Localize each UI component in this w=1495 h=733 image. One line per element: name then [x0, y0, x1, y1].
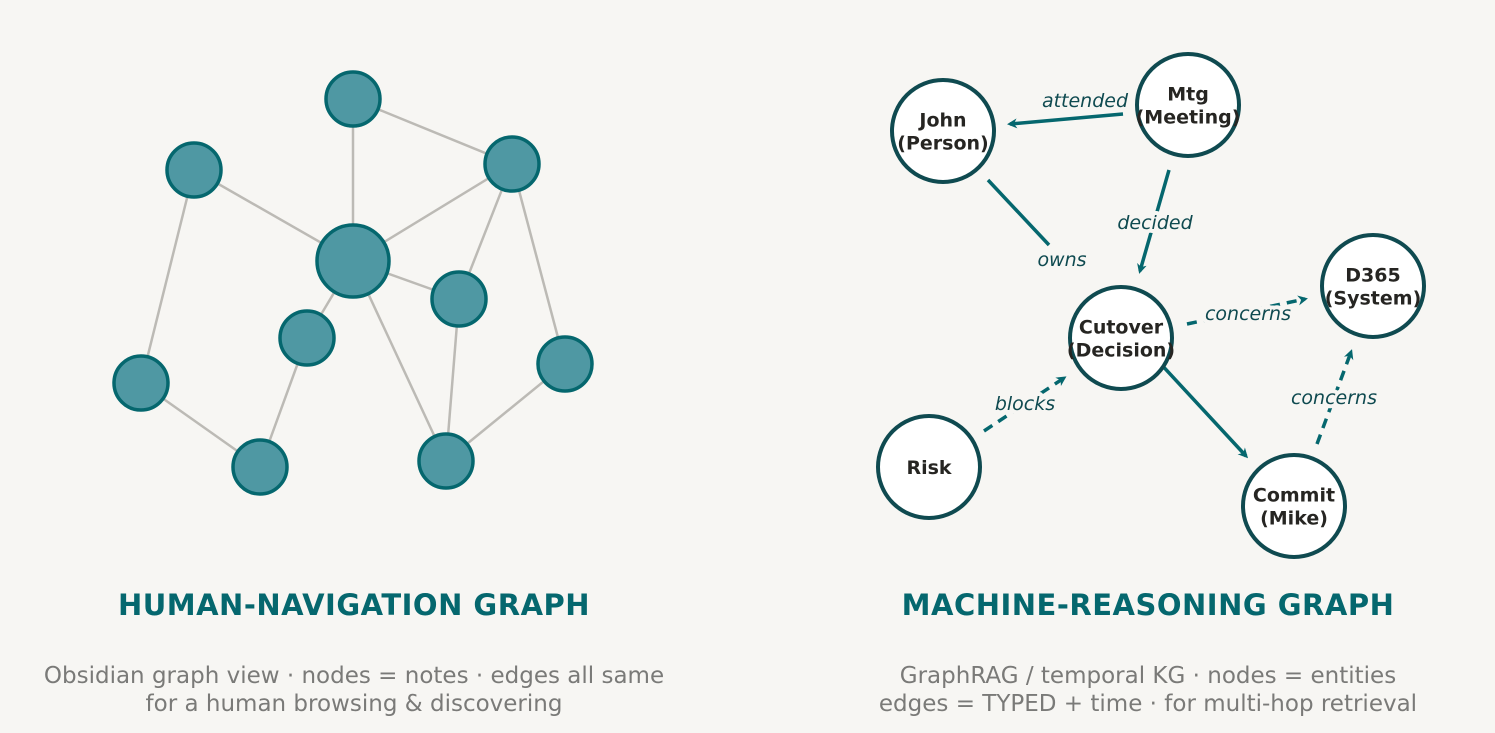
entity-node-circle [876, 414, 982, 520]
human-graph-caption: Obsidian graph view · nodes = notes · ed… [0, 662, 708, 718]
human-graph-caption-line-1: Obsidian graph view · nodes = notes · ed… [43, 663, 665, 689]
edge-label-attended: attended [1042, 90, 1129, 112]
entity-node-label: (Person) [897, 133, 988, 155]
entity-node-circle [1241, 453, 1347, 559]
entity-node-john: John(Person) [890, 78, 996, 184]
entity-node-circle [1320, 233, 1426, 339]
human-graph-nodes [112, 70, 594, 496]
edge-owns-segment [986, 178, 1051, 247]
entity-node-label: Mtg [1167, 84, 1209, 106]
edge-label-owns: owns [1037, 249, 1086, 271]
entity-node-mtg: Mtg(Meeting) [1135, 52, 1241, 158]
entity-node-d365: D365(System) [1320, 233, 1426, 339]
machine-graph-nodes: John(Person) Mtg(Meeting) D365(System) Cuto… [876, 52, 1426, 559]
human-note-node [165, 141, 223, 199]
human-note-node [536, 335, 594, 393]
human-edge [510, 163, 567, 365]
machine-graph-caption-line-1: GraphRAG / temporal KG · nodes = entitie… [899, 663, 1397, 689]
entity-node-risk: Risk [876, 414, 982, 520]
machine-reasoning-graph: attended decided owns concerns concerns block… [876, 52, 1426, 559]
entity-node-label: Risk [906, 457, 951, 479]
machine-graph-edge-labels: attended decided owns concerns concerns block… [991, 86, 1381, 419]
human-note-node [231, 438, 289, 496]
entity-node-circle [1135, 52, 1241, 158]
human-edge [139, 169, 196, 384]
entity-node-circle [1068, 285, 1174, 391]
edge-concerns [1186, 295, 1308, 326]
human-graph-caption-line-2: for a human browsing & discovering [145, 691, 563, 717]
machine-graph-caption-line-2: edges = TYPED + time · for multi-hop ret… [878, 691, 1418, 717]
human-navigation-graph [112, 70, 594, 496]
machine-graph-caption: GraphRAG / temporal KG · nodes = entitie… [810, 662, 1486, 718]
machine-graph-title: MACHINE-REASONING GRAPH [901, 588, 1395, 622]
entity-node-label: (Decision) [1067, 340, 1175, 362]
entity-node-label: Cutover [1079, 317, 1164, 339]
entity-node-label: John [917, 110, 966, 132]
edge-label-concerns: concerns [1291, 387, 1377, 409]
edge-label-decided: decided [1117, 212, 1193, 234]
edge-decided [1137, 169, 1171, 274]
human-graph-title: HUMAN-NAVIGATION GRAPH [117, 588, 591, 622]
human-note-node [417, 432, 475, 490]
human-note-node [112, 354, 170, 412]
entity-node-label: (System) [1325, 288, 1422, 310]
edge-label-blocks: blocks [995, 393, 1055, 415]
edge-label-concerns: concerns [1205, 303, 1291, 325]
entity-node-label: (Mike) [1260, 508, 1328, 530]
human-note-node [483, 135, 541, 193]
machine-graph-edges [983, 112, 1354, 459]
entity-node-circle [890, 78, 996, 184]
entity-node-cutover: Cutover(Decision) [1067, 285, 1175, 391]
entity-node-commit: Commit(Mike) [1241, 453, 1347, 559]
human-note-node [324, 70, 382, 128]
human-note-node [430, 270, 488, 328]
entity-node-label: D365 [1345, 265, 1400, 287]
human-hub-node [315, 223, 391, 299]
entity-node-label: (Meeting) [1136, 107, 1241, 129]
human-note-node [278, 309, 336, 367]
entity-node-label: Commit [1253, 485, 1335, 507]
edge-attended [1007, 112, 1124, 129]
